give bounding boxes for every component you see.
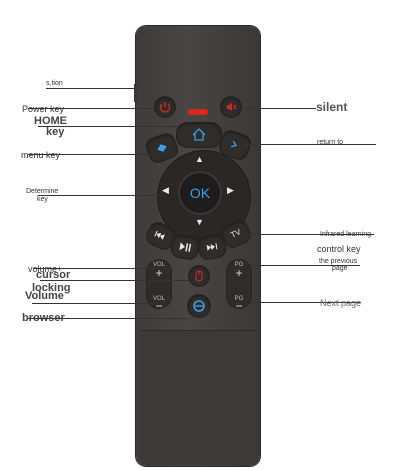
label-return-to: return to [317,139,344,146]
label-infrared: Infrared learning [320,231,371,238]
label-next-page: Next page [320,298,362,308]
page-up-button[interactable]: + [235,266,243,280]
label-menu-key: menu key [21,150,61,160]
vol-label-bottom: VOL [152,296,165,302]
browser-icon [193,300,205,312]
arrow-left-icon[interactable]: ◀ [162,185,169,195]
play-pause-icon [179,242,192,252]
vol-label-top: VOL [152,262,165,268]
label-cursor-line2: locking [32,282,71,294]
label-volume-minus: Volume [25,290,64,302]
volume-down-button[interactable]: − [155,299,163,313]
led-indicator [188,109,208,115]
line-home [38,126,178,127]
label-determine-line1: Determine [26,188,59,195]
line-volume-plus [34,268,154,269]
label-control-key: control key [317,244,361,254]
page-down-button[interactable]: − [235,299,243,313]
fast-forward-button[interactable] [197,233,227,261]
line-menu-key [28,154,150,155]
label-volume-plus: volume+ [28,264,63,274]
touchpad[interactable] [140,330,256,465]
line-volume-minus [32,303,154,304]
power-icon [159,102,171,113]
page-rocker[interactable] [227,260,251,308]
label-silent: silent [316,100,348,114]
pg-label-bottom: PG [234,296,244,302]
rewind-button[interactable] [144,220,178,252]
pg-label-top: PG [234,262,244,268]
arrow-right-icon[interactable]: ▶ [227,185,234,195]
line-top [46,88,134,89]
line-silent [240,108,316,109]
arrow-down-icon[interactable]: ▼ [195,217,204,227]
mute-button[interactable] [221,97,241,117]
label-prev-line1: the previous [319,258,358,265]
line-cursor [40,280,190,281]
cursor-lock-button[interactable] [189,266,209,286]
fast-forward-icon [206,243,218,251]
mute-icon [227,103,237,111]
label-home-line2: key [46,126,65,138]
label-home-line1: HOME [34,115,67,127]
line-determine [38,195,162,196]
arrow-up-icon[interactable]: ▲ [195,154,204,164]
browser-button[interactable] [188,295,210,317]
home-icon [192,128,206,141]
home-button[interactable] [177,123,221,147]
line-power-key [28,108,155,109]
line-previous-page [251,265,360,266]
back-button[interactable] [217,128,253,162]
label-determine-line2: key [37,196,48,203]
play-pause-button[interactable] [170,233,200,261]
menu-button[interactable] [144,131,180,165]
rewind-icon [154,230,165,240]
ok-button[interactable]: OK [180,173,220,213]
line-next-page [251,302,361,303]
menu-icon [157,144,167,152]
back-icon [230,140,237,148]
line-infrared [246,234,374,235]
label-power-key: Power key [22,104,65,114]
mouse-icon [195,270,203,282]
label-prev-line2: page [332,265,348,272]
volume-up-button[interactable]: + [155,266,163,280]
label-top: s,tion [46,80,63,87]
side-notch [134,84,137,102]
line-browser [28,318,188,319]
line-return-to [246,144,376,145]
label-cursor-line1: cursor [36,269,71,281]
power-button[interactable] [155,97,175,117]
